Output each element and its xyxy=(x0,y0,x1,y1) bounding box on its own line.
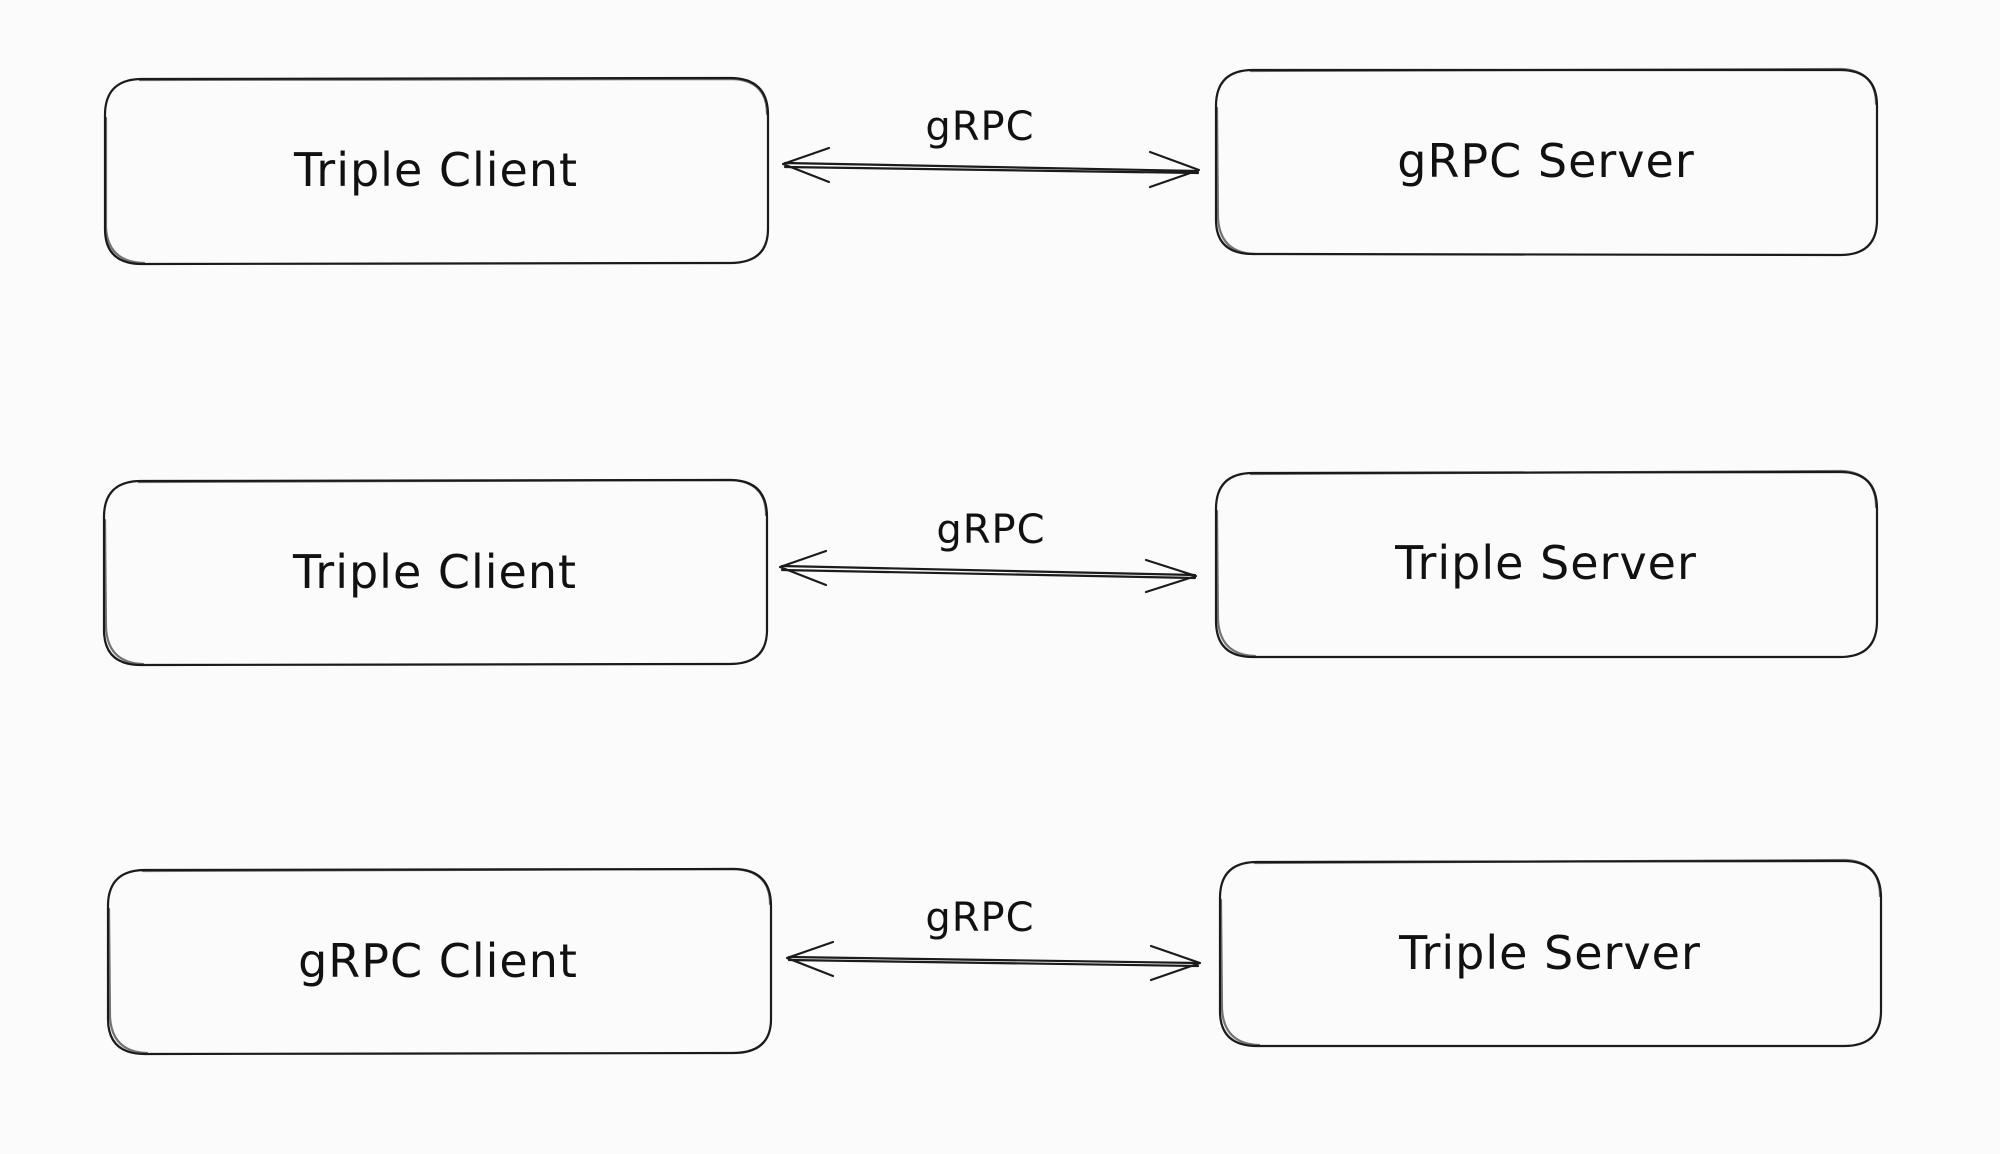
client-node: Triple Client xyxy=(103,76,770,266)
connection-label: gRPC xyxy=(925,895,1034,941)
diagram-row: gRPC Client gRPC Triple Server xyxy=(106,858,1883,1056)
server-label: Triple Server xyxy=(1394,536,1697,590)
server-box-sketch xyxy=(1219,858,1882,1047)
arrow-head-right xyxy=(1144,558,1198,594)
server-box-sketch xyxy=(1215,67,1878,256)
client-box-sketch xyxy=(103,478,768,666)
client-label: gRPC Client xyxy=(298,934,578,988)
arrow-head-right xyxy=(1149,944,1202,982)
arrow-shaft xyxy=(787,955,1200,968)
server-node: Triple Server xyxy=(1214,469,1879,659)
server-node: Triple Server xyxy=(1218,858,1883,1048)
server-label: gRPC Server xyxy=(1397,134,1695,188)
server-label: Triple Server xyxy=(1398,926,1701,980)
arrow-head-right xyxy=(1148,150,1201,189)
arrow-shaft xyxy=(780,564,1197,580)
arrow-shaft xyxy=(783,161,1200,175)
bidirectional-arrow: gRPC xyxy=(785,895,1202,982)
arrow-head-left xyxy=(778,549,828,587)
connection-label: gRPC xyxy=(936,507,1045,553)
client-label: Triple Client xyxy=(292,545,577,599)
client-label: Triple Client xyxy=(293,143,578,197)
bidirectional-arrow: gRPC xyxy=(781,104,1201,189)
client-node: Triple Client xyxy=(102,478,769,667)
diagram-row: Triple Client gRPC Triple Server xyxy=(102,469,1879,667)
arrow-head-left xyxy=(785,940,835,978)
arrow-head-left xyxy=(781,146,831,184)
bidirectional-arrow: gRPC xyxy=(778,507,1198,594)
server-node: gRPC Server xyxy=(1214,67,1879,257)
diagram-row: Triple Client gRPC gRPC Server xyxy=(103,67,1879,266)
server-box-sketch xyxy=(1215,469,1878,658)
client-node: gRPC Client xyxy=(106,867,773,1056)
client-box-sketch xyxy=(104,77,769,265)
connection-label: gRPC xyxy=(925,104,1034,150)
client-box-sketch xyxy=(107,867,772,1055)
